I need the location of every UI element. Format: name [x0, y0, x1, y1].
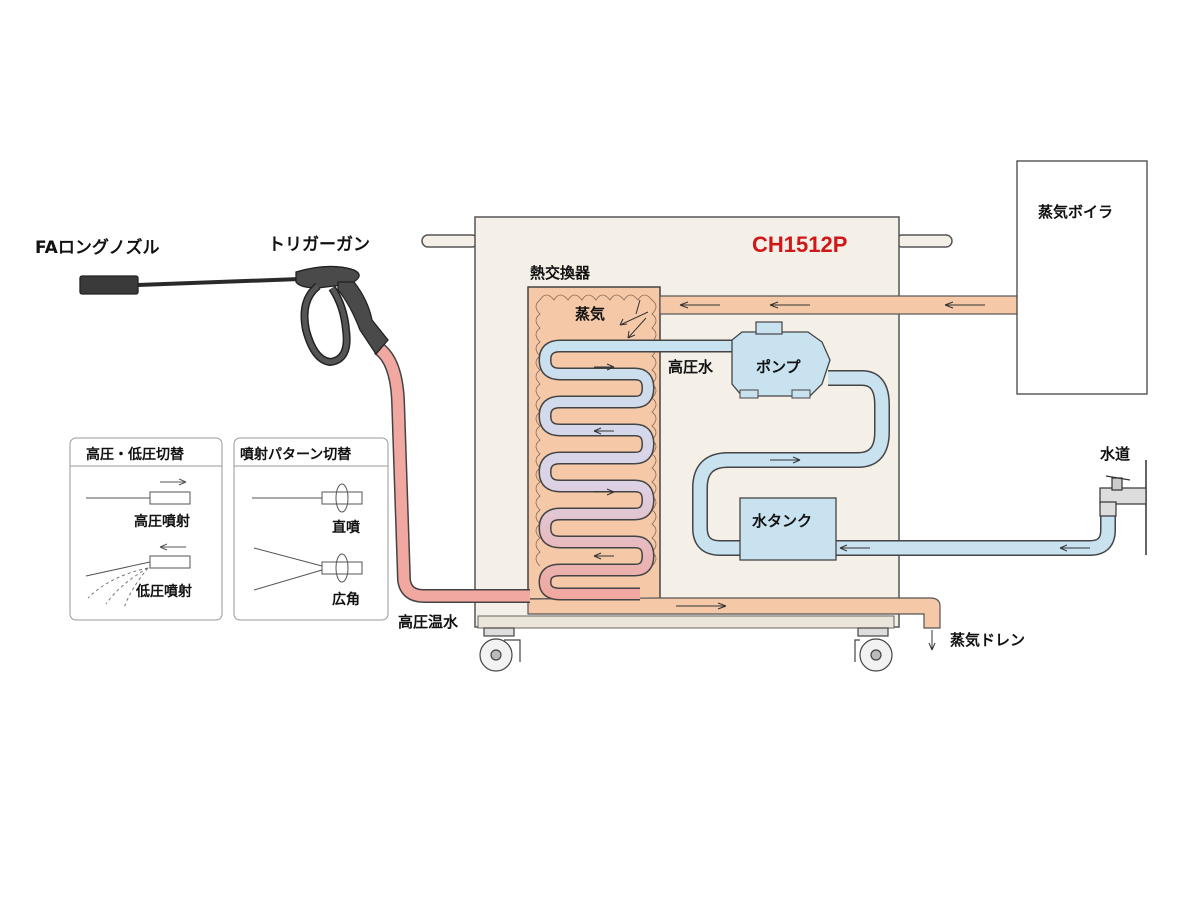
caster-right — [854, 627, 893, 672]
switch-panel-pattern — [233, 437, 389, 621]
panel2-wide-label: 広角 — [332, 591, 360, 608]
steam-boiler — [1016, 160, 1148, 395]
hot-water-hose — [373, 342, 530, 603]
switch-panel-pressure — [69, 437, 223, 621]
caster-left — [479, 627, 521, 672]
water-loop — [692, 370, 890, 556]
boiler-label: 蒸気ボイラ — [1038, 203, 1113, 221]
trigger-gun — [79, 265, 389, 367]
heat-exchanger — [527, 286, 661, 600]
hot-water-label: 高圧温水 — [398, 613, 459, 631]
panel2-straight-label: 直噴 — [332, 519, 361, 536]
cabinet-handle-left — [421, 234, 479, 248]
panel1-low-label: 低圧噴射 — [135, 583, 192, 600]
steam-arrows — [619, 299, 649, 339]
water-tank-label: 水タンク — [752, 512, 812, 530]
faucet — [1099, 460, 1147, 555]
panel1-title: 高圧・低圧切替 — [86, 446, 185, 463]
water-coil — [538, 339, 735, 601]
cabinet-base — [477, 615, 895, 629]
panel1-high-label: 高圧噴射 — [134, 513, 190, 530]
cabinet-handle-right — [895, 234, 953, 248]
steam-drain-label: 蒸気ドレン — [950, 631, 1025, 649]
water-tank — [739, 497, 837, 561]
drain-pipe — [527, 597, 941, 651]
pump-label: ポンプ — [756, 358, 802, 376]
nozzle-label: FAロングノズル — [35, 237, 159, 258]
steam-label: 蒸気 — [575, 305, 605, 323]
trigger-gun-label: トリガーガン — [268, 235, 370, 255]
model-label: CH1512P — [752, 232, 847, 257]
high-pressure-water-label: 高圧水 — [668, 358, 714, 376]
heat-exchanger-label: 熱交換器 — [530, 264, 591, 282]
steam-pipe — [659, 295, 1019, 315]
panel2-title: 噴射パターン切替 — [240, 446, 352, 463]
tap-water-line — [835, 512, 1116, 556]
pump — [731, 321, 831, 399]
tap-water-label: 水道 — [1100, 445, 1130, 463]
